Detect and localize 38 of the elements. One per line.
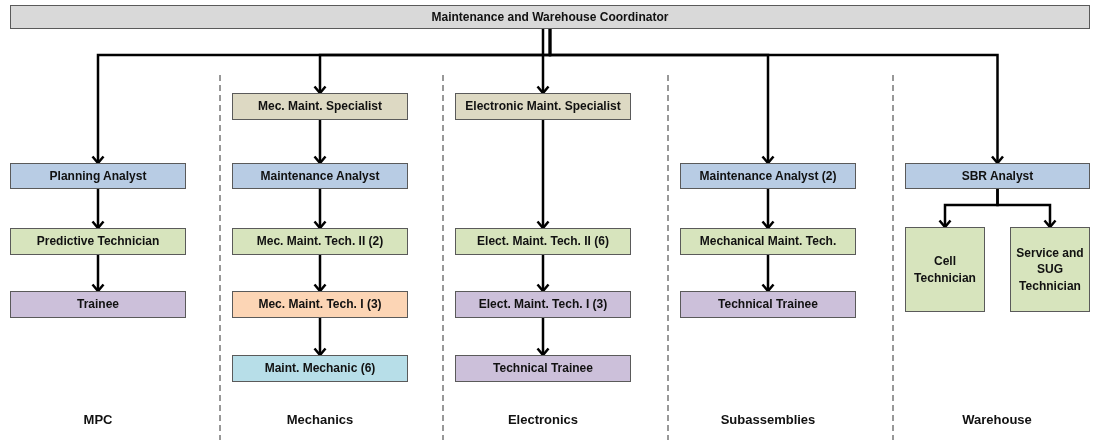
- arrow: [536, 255, 550, 293]
- role-box: Maintenance Analyst (2): [680, 163, 856, 189]
- role-box: SBR Analyst: [905, 163, 1090, 189]
- role-box: Mec. Maint. Specialist: [232, 93, 408, 120]
- role-box: Maint. Mechanic (6): [232, 355, 408, 382]
- arrow: [536, 29, 550, 95]
- column-label: Mechanics: [285, 412, 355, 427]
- arrow: [313, 120, 327, 165]
- role-box: Technical Trainee: [680, 291, 856, 318]
- role-box: Technical Trainee: [455, 355, 631, 382]
- arrow: [313, 318, 327, 357]
- role-box: Predictive Technician: [10, 228, 186, 255]
- role-box: Elect. Maint. Tech. II (6): [455, 228, 631, 255]
- role-box: Maintenance Analyst: [232, 163, 408, 189]
- role-box: Mec. Maint. Tech. I (3): [232, 291, 408, 318]
- column-label: Subassemblies: [719, 412, 817, 427]
- arrow: [548, 29, 1005, 165]
- role-box: Cell Technician: [905, 227, 985, 312]
- arrow: [761, 255, 775, 293]
- role-box: Mechanical Maint. Tech.: [680, 228, 856, 255]
- arrow: [91, 189, 105, 230]
- role-box: Elect. Maint. Tech. I (3): [455, 291, 631, 318]
- role-box: Service and SUG Technician: [1010, 227, 1090, 312]
- arrow: [313, 189, 327, 230]
- column-label: Warehouse: [961, 412, 1033, 427]
- role-box: Electronic Maint. Specialist: [455, 93, 631, 120]
- role-box: Trainee: [10, 291, 186, 318]
- arrow: [536, 120, 550, 230]
- arrow: [91, 255, 105, 293]
- arrow: [996, 189, 1057, 229]
- role-box: Mec. Maint. Tech. II (2): [232, 228, 408, 255]
- arrow: [536, 318, 550, 357]
- role-box: Maintenance and Warehouse Coordinator: [10, 5, 1090, 29]
- column-label: Electronics: [506, 412, 580, 427]
- arrow: [313, 255, 327, 293]
- arrow: [761, 189, 775, 230]
- role-box: Planning Analyst: [10, 163, 186, 189]
- column-label: MPC: [82, 412, 114, 427]
